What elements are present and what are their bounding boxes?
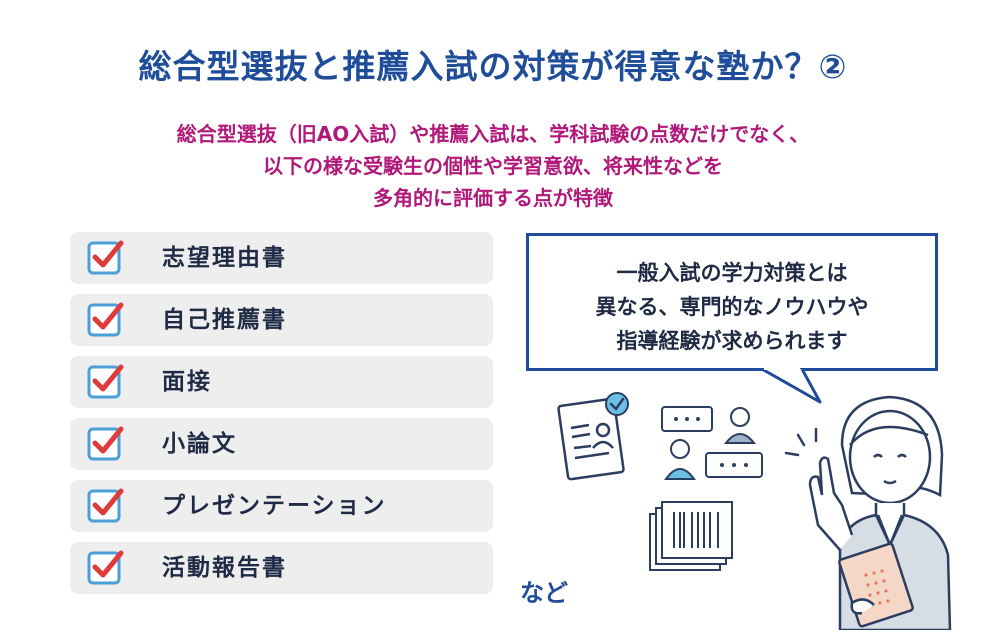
- speech-bubble-tail: [761, 366, 822, 404]
- checklist-item-label: 志望理由書: [162, 245, 287, 271]
- check-icon: [87, 550, 124, 585]
- checklist-item: プレゼンテーション: [70, 480, 493, 532]
- check-icon: [87, 364, 124, 399]
- checklist-item-label: 自己推薦書: [162, 307, 287, 333]
- checklist-item-label: 小論文: [162, 431, 237, 457]
- barcode-icon: [649, 501, 733, 571]
- subtitle-line: 多角的に評価する点が特徴: [373, 186, 613, 210]
- check-icon: [87, 302, 124, 337]
- checklist-item: 活動報告書: [70, 542, 493, 594]
- speech-bubble: 一般入試の学力対策とは 異なる、専門的なノウハウや 指導経験が求められます: [526, 233, 938, 371]
- document-icon: [557, 392, 629, 481]
- checklist: 志望理由書 自己推薦書 面接 小論文 プレゼンテーション 活: [70, 232, 493, 604]
- subtitle-line: 総合型選抜（旧AO入試）や推薦入試は、学科試験の点数だけでなく、: [176, 122, 810, 146]
- speech-bubble-line: 異なる、専門的なノウハウや: [595, 295, 869, 319]
- checklist-item: 小論文: [70, 418, 493, 470]
- checklist-item-label: 活動報告書: [162, 555, 287, 581]
- check-icon: [87, 426, 124, 461]
- subtitle: 総合型選抜（旧AO入試）や推薦入試は、学科試験の点数だけでなく、 以下の様な受験…: [0, 118, 986, 214]
- speech-bubble-text: 一般入試の学力対策とは 異なる、専門的なノウハウや 指導経験が求められます: [529, 256, 935, 358]
- page-title: 総合型選抜と推薦入試の対策が得意な塾か？②: [138, 47, 848, 86]
- check-icon: [87, 240, 124, 275]
- check-icon: [87, 488, 124, 523]
- teacher-illustration: [784, 395, 952, 630]
- speech-bubble-line: 指導経験が求められます: [616, 329, 848, 353]
- speech-bubble-line: 一般入試の学力対策とは: [616, 261, 848, 285]
- checklist-item: 自己推薦書: [70, 294, 493, 346]
- etc-label: など: [520, 579, 568, 607]
- checklist-item-label: プレゼンテーション: [162, 493, 387, 519]
- checklist-item: 面接: [70, 356, 493, 408]
- chat-icon: [661, 406, 763, 480]
- subtitle-line: 以下の様な受験生の個性や学習意欲、将来性などを: [263, 154, 723, 178]
- checklist-item-label: 面接: [162, 369, 212, 395]
- checklist-item: 志望理由書: [70, 232, 493, 284]
